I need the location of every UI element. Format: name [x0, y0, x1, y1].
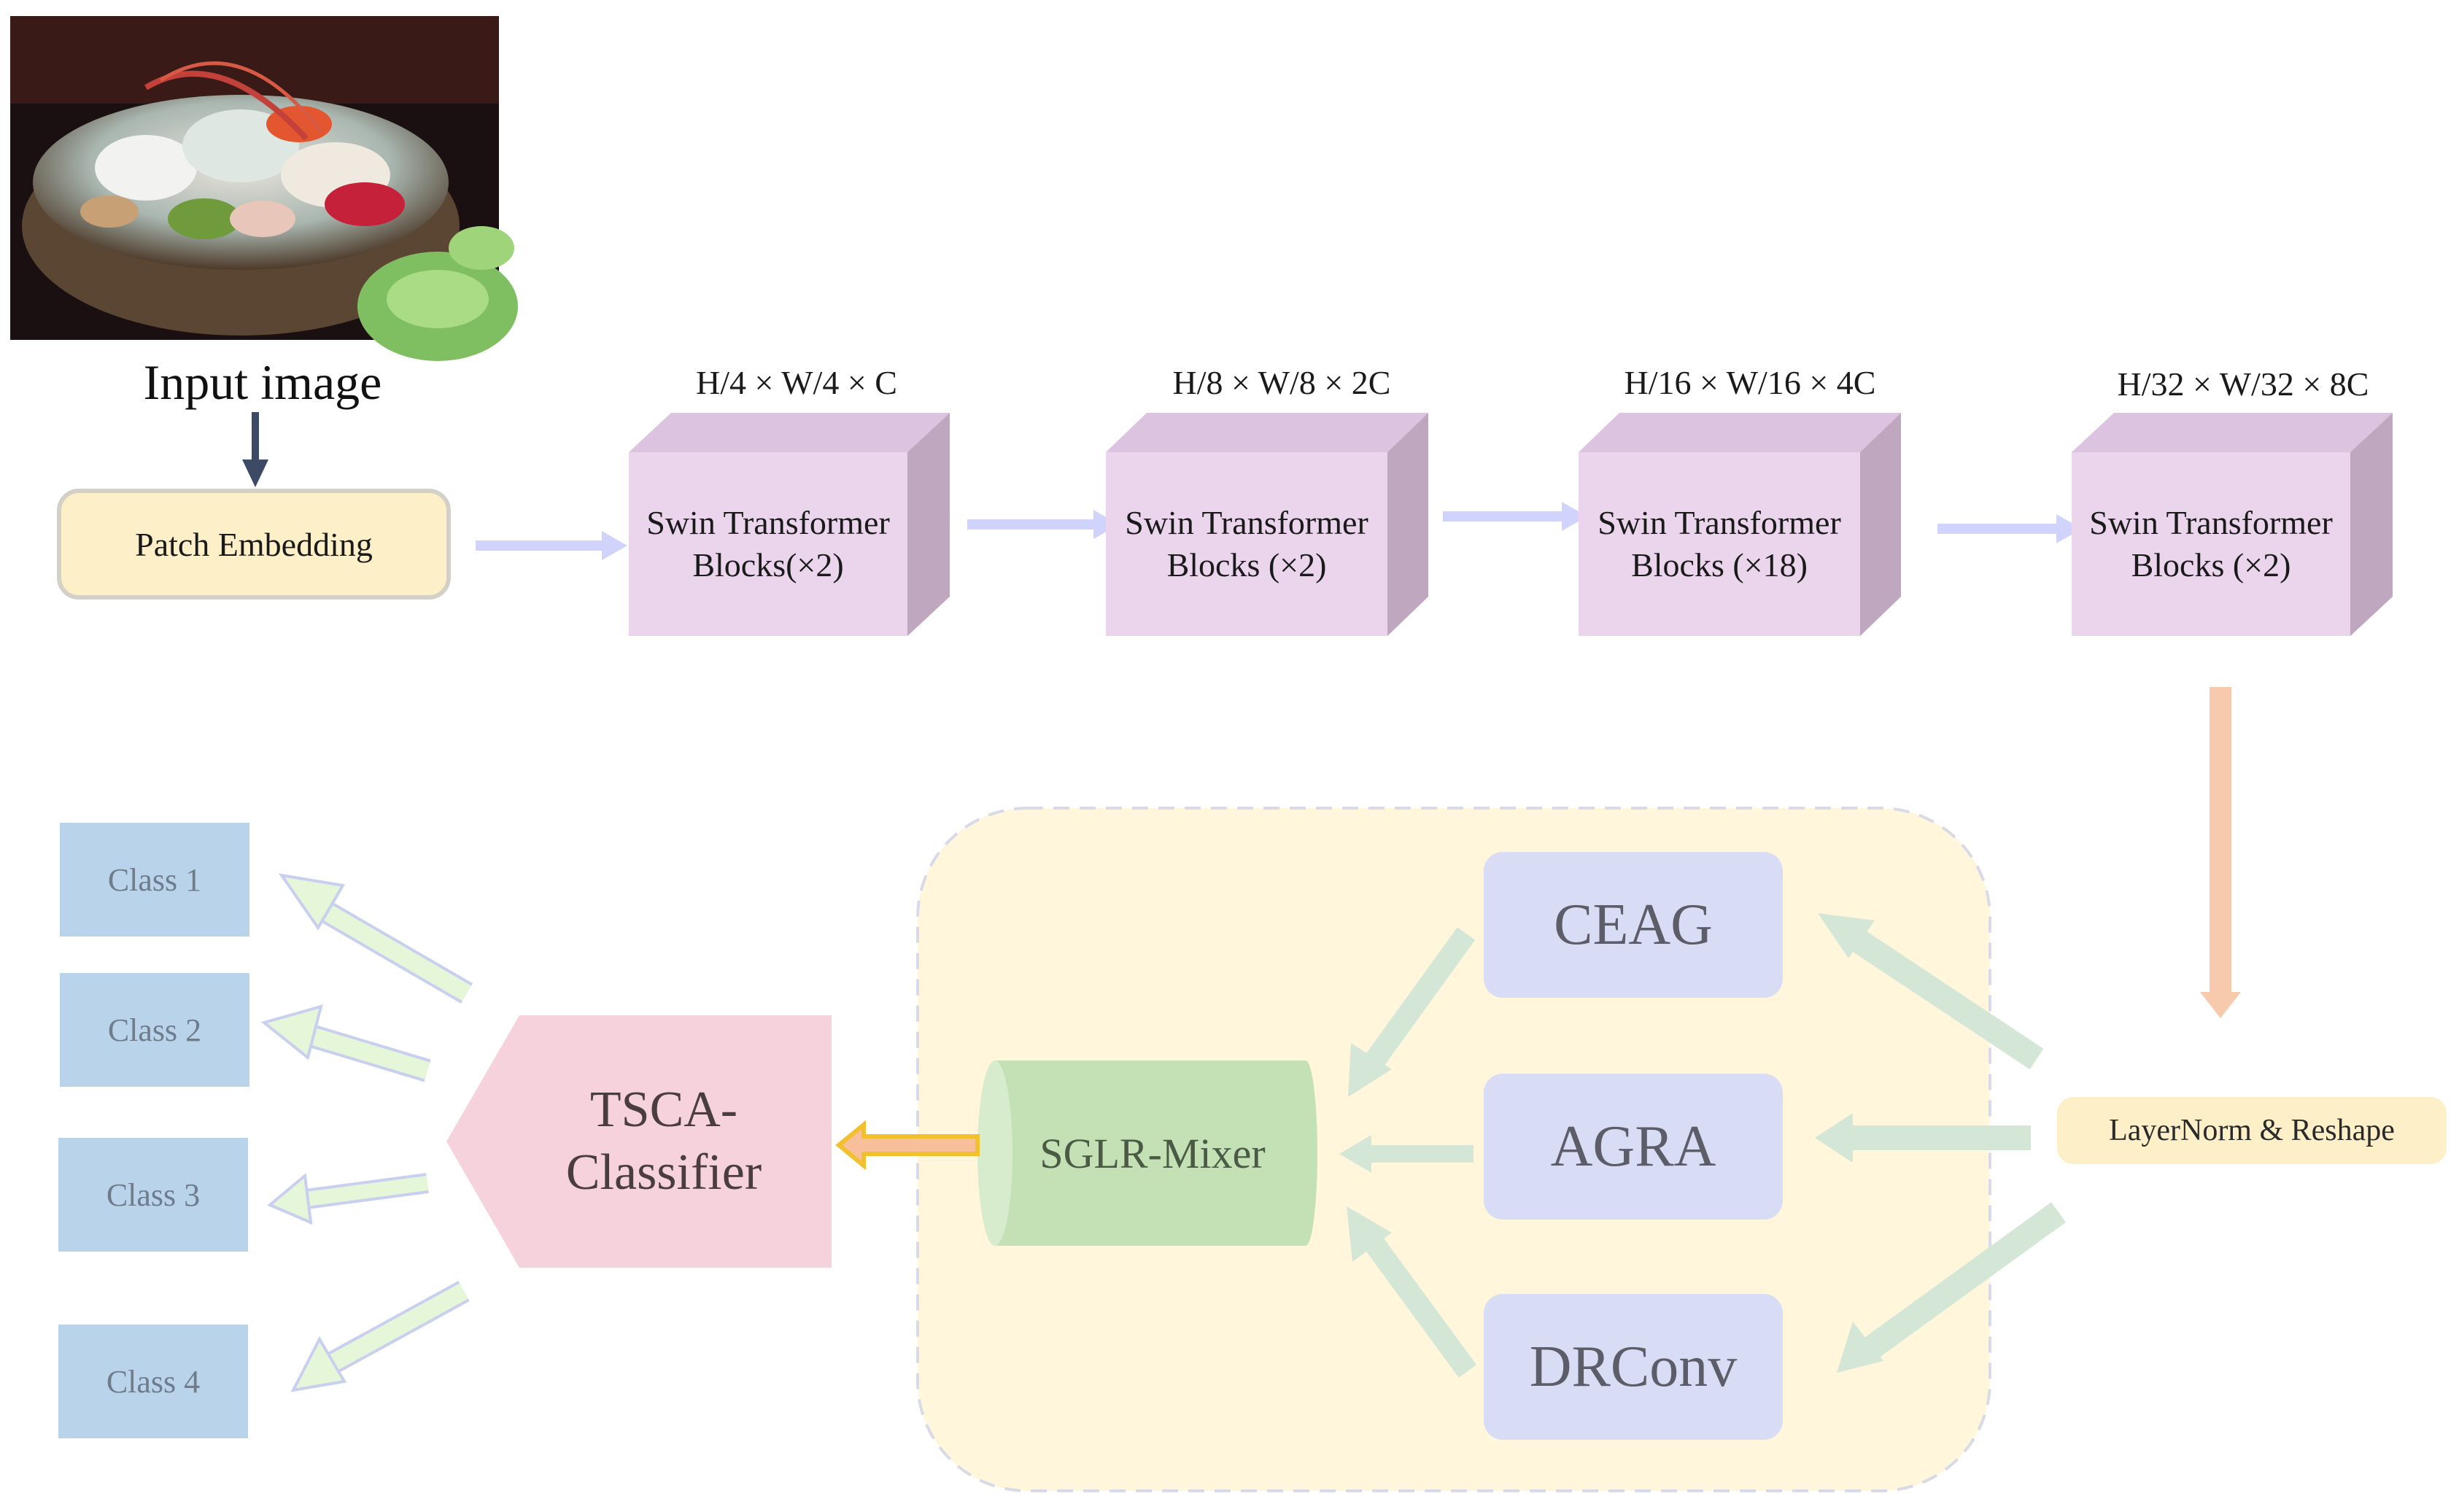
class-4-box: Class 4 — [58, 1325, 248, 1438]
stage-4-dims: H/32 × W/32 × 8C — [2117, 365, 2369, 403]
patch-embedding-block: Patch Embedding — [57, 489, 451, 600]
sglr-mixer-shape — [977, 1061, 1317, 1246]
stage-1-line1: Swin Transformer — [646, 504, 890, 541]
stage-arrow-4 — [1937, 514, 2082, 543]
stage-arrow-1 — [476, 531, 627, 560]
stage-2-dims: H/8 × W/8 × 2C — [1172, 363, 1391, 401]
stage-1-label: Swin Transformer Blocks(×2) — [629, 452, 907, 636]
tsca-line2: Classifier — [565, 1144, 762, 1201]
stage-3-label: Swin Transformer Blocks (×18) — [1579, 452, 1860, 636]
agra-module: AGRA — [1484, 1074, 1783, 1220]
arrow-drconv-to-mixer — [1347, 1206, 1477, 1378]
arrow-to-class-4 — [290, 1280, 470, 1392]
class-3-box: Class 3 — [58, 1138, 248, 1252]
downsample-arrow — [2200, 687, 2241, 1018]
swin-cube-3 — [1579, 413, 1901, 636]
stage-1-line2: Blocks(×2) — [692, 546, 844, 584]
arrow-agra-to-mixer — [1339, 1135, 1474, 1173]
input-photo — [10, 16, 518, 361]
stage-arrow-2 — [967, 510, 1119, 539]
stage-4-label: Swin Transformer Blocks (×2) — [2072, 452, 2350, 636]
arrow-to-class-1 — [278, 873, 473, 1004]
stage-2-line1: Swin Transformer — [1125, 504, 1368, 541]
drconv-module: DRConv — [1484, 1294, 1783, 1440]
stage-3-dims: H/16 × W/16 × 4C — [1624, 363, 1876, 401]
tsca-line1: TSCA- — [589, 1082, 738, 1138]
stage-3-line2: Blocks (×18) — [1631, 546, 1808, 584]
stage-2-line2: Blocks (×2) — [1166, 546, 1327, 584]
arrow-mixer-to-classifier — [835, 1120, 980, 1171]
arrow-layernorm-to-ceag — [1818, 913, 2044, 1070]
tsca-classifier-label: TSCA- Classifier — [511, 1015, 817, 1268]
arrow-ceag-to-mixer — [1348, 927, 1476, 1097]
arrow-to-class-2 — [260, 1004, 431, 1082]
stage-arrow-3 — [1443, 502, 1587, 531]
swin-cube-2 — [1106, 413, 1428, 636]
layernorm-reshape-block: LayerNorm & Reshape — [2057, 1097, 2447, 1164]
stage-4-line2: Blocks (×2) — [2131, 546, 2291, 584]
class-1-box: Class 1 — [60, 823, 249, 937]
class-2-box: Class 2 — [60, 973, 249, 1087]
stage-4-line1: Swin Transformer — [2089, 504, 2333, 541]
ceag-module: CEAG — [1484, 852, 1783, 998]
input-image-label: Input image — [143, 354, 382, 410]
arrow-to-class-3 — [267, 1173, 429, 1225]
swin-cube-1 — [629, 413, 950, 636]
arrow-layernorm-to-drconv — [1837, 1202, 2066, 1373]
swin-cube-4 — [2072, 413, 2393, 636]
tsca-classifier-shape — [446, 1015, 832, 1268]
stage-3-line1: Swin Transformer — [1598, 504, 1841, 541]
arrow-layernorm-to-agra — [1815, 1113, 2031, 1163]
stage-1-dims: H/4 × W/4 × C — [696, 363, 897, 401]
input-arrow — [242, 412, 268, 487]
sglr-mixer-label: SGLR-Mixer — [1039, 1129, 1266, 1177]
stage-2-label: Swin Transformer Blocks (×2) — [1106, 452, 1387, 636]
